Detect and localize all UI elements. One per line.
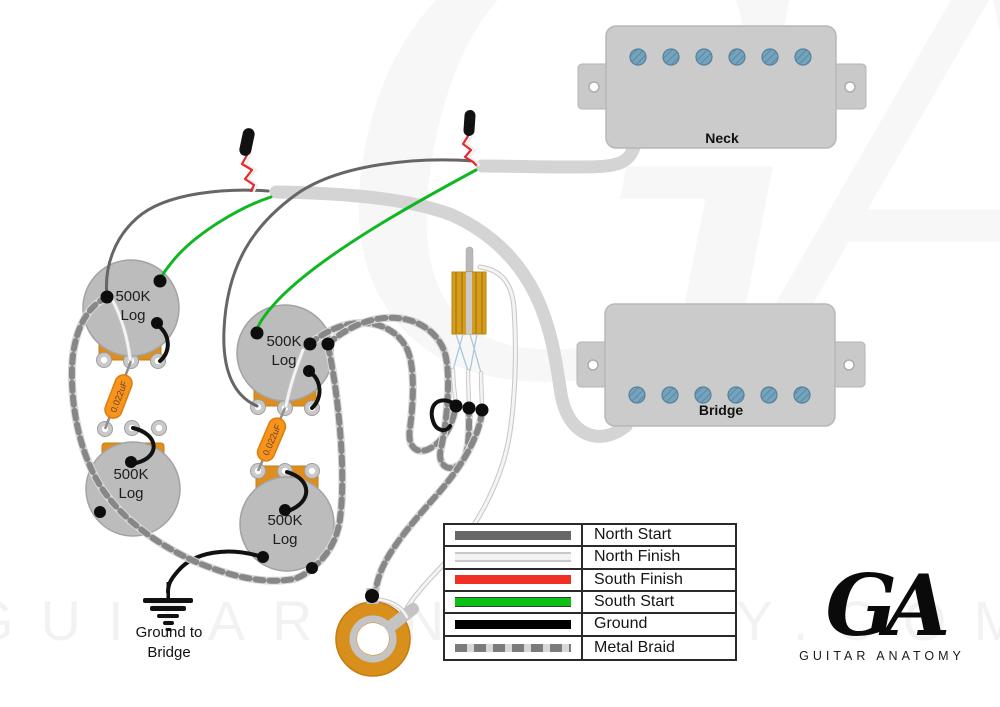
wire-end-cap-bridge (239, 128, 255, 156)
logo-wordmark: GUITAR ANATOMY (799, 648, 965, 663)
ground-to-bridge-label: Ground to Bridge (135, 624, 203, 662)
legend-label: Ground (594, 615, 648, 633)
ground-jumper-pot4 (285, 470, 309, 513)
wire-color-legend: North Start North Finish South Finish So… (443, 523, 737, 661)
legend-label: South Start (594, 593, 675, 611)
legend-swatch-north-start (455, 530, 571, 540)
twisted-pair-neck (461, 134, 481, 167)
bridge-cable (269, 185, 633, 443)
south-start-wire-neck (254, 168, 478, 335)
legend-row-north-finish: North Finish (445, 547, 735, 570)
output-jack (335, 588, 419, 677)
output-wire (402, 264, 518, 615)
metal-braid-wires (67, 293, 486, 601)
legend-label: North Finish (594, 548, 681, 566)
legend-swatch-north-finish (455, 552, 571, 563)
capacitor-body (104, 374, 133, 419)
ground-symbol (143, 582, 193, 631)
braid-loop-left-return (308, 342, 347, 572)
north-finish-wire-pot2 (283, 347, 306, 409)
legend-swatch-south-start (455, 597, 571, 608)
jack-hot-wire (373, 596, 410, 620)
bridge-pickup: Bridge (576, 303, 866, 427)
legend-label: North Start (594, 526, 672, 544)
switch-center-stripe (466, 272, 472, 334)
switch-ground-jumper (429, 398, 457, 433)
mounting-hole (587, 359, 599, 371)
legend-swatch-south-finish (455, 575, 571, 585)
ground-jumper-pot3 (131, 426, 156, 465)
pot-bottom-middle (239, 463, 335, 572)
bridge-pickup-label: Bridge (699, 402, 744, 418)
neck-pickup: Neck (577, 25, 867, 149)
braid-switch-to-jack (371, 408, 486, 601)
legend-row-metal-braid: Metal Braid (445, 636, 735, 659)
legend-swatch-metal-braid (455, 643, 571, 652)
legend-label: South Finish (594, 570, 683, 588)
solder-joints (94, 274, 489, 603)
pickup-cables (269, 140, 641, 443)
north-start-wire-bridge (104, 188, 270, 298)
pot-value-label: 500K Log (266, 332, 302, 369)
capacitor-2: 0.022uF (256, 407, 287, 472)
legend-swatch-ground (455, 619, 571, 629)
wire-end-cap-neck (463, 110, 476, 136)
pot-body (85, 441, 181, 537)
south-start-wire-bridge (158, 195, 273, 283)
pot-value-label: 500K Log (267, 511, 303, 548)
pot-value-label: 500K Log (113, 465, 149, 502)
mounting-hole (843, 359, 855, 371)
legend-row-ground: Ground (445, 614, 735, 637)
north-start-wire-neck (222, 158, 476, 408)
mounting-hole (844, 81, 856, 93)
pole-pieces (629, 48, 812, 66)
neck-cable (475, 140, 641, 174)
pot-value-label: 500K Log (115, 287, 151, 324)
pole-pieces (628, 386, 811, 404)
neck-pickup-label: Neck (705, 130, 739, 146)
legend-label: Metal Braid (594, 638, 675, 656)
capacitor-body (256, 417, 287, 462)
guitar-anatomy-logo: GA GUITAR ANATOMY (798, 556, 966, 663)
capacitor-1: 0.022uF (103, 360, 133, 430)
legend-row-north-start: North Start (445, 525, 735, 548)
logo-monogram: GA (825, 556, 951, 655)
switch-contacts (452, 333, 482, 374)
jack-hole (357, 623, 389, 655)
jack-ring (349, 615, 397, 663)
mounting-hole (588, 81, 600, 93)
twisted-pair-bridge (240, 152, 259, 193)
north-finish-wire-pot1 (109, 296, 133, 362)
pot-body (239, 476, 335, 572)
legend-row-south-start: South Start (445, 592, 735, 615)
legend-row-south-finish: South Finish (445, 569, 735, 592)
braid-loop-left (67, 293, 316, 585)
